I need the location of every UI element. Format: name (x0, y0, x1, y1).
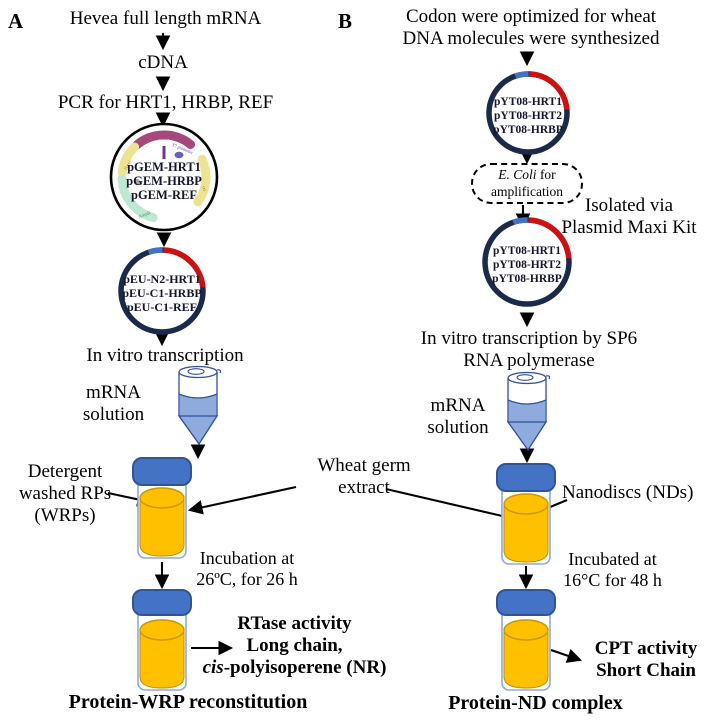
grey-site-mark (134, 179, 140, 185)
cpt-line2: Short Chain (596, 660, 696, 682)
step-hevea-mrna: Hevea full length mRNA (69, 8, 262, 29)
blue-segment (486, 71, 570, 155)
panel-a-label: A (8, 9, 24, 33)
ori-segment (117, 130, 211, 224)
pyt08-plasmid-icon-1: pYT08-HRT1 pYT08-HRT2 pYT08-HRBP (486, 71, 570, 155)
cpt-line1: CPT activity (594, 638, 698, 659)
pgem-line1: pGEM-HRT1 (127, 160, 201, 174)
caption-protein-nd: Protein-ND complex (448, 692, 623, 714)
funnel-spout (545, 375, 551, 380)
red-segment (118, 247, 206, 335)
mrna-line: mRNA (86, 382, 141, 403)
sp6-transcription-label: In vitro transcription by SP6 RNA polyme… (400, 328, 658, 372)
t7-promoter-mark (162, 146, 166, 159)
pyt08-2-line3: pYT08-HRBP (492, 273, 562, 285)
pyt08-1-line1: pYT08-HRT1 (494, 96, 562, 108)
incubation-label-b: Incubated at 16°C for 48 h (550, 549, 675, 591)
incubation-b-line1: Incubated at (568, 549, 657, 569)
incubation-b-line2: 16°C for 48 h (563, 569, 662, 590)
rtase-activity-label: RTase activity Long chain, cis-polyisope… (192, 613, 397, 679)
sp6-line2: RNA polymerase (463, 350, 595, 372)
ecoli-capsule: E. Coli for amplification (471, 163, 583, 204)
rtase-line2: Long chain, (246, 635, 343, 657)
promoter-blob (174, 151, 184, 159)
pgem-plasmid-icon: LacZ T7 promoter f1 ori ori AmpR pGEM-HR… (109, 122, 219, 232)
polyisoperene-text: -polyisoperene (NR) (223, 657, 387, 679)
step-cdna: cDNA (138, 52, 188, 73)
pgem-line2: pGEM-HRBP (126, 174, 202, 188)
caption-protein-wrp: Protein-WRP reconstitution (68, 691, 308, 713)
solution-line: solution (82, 404, 145, 426)
wheat-germ-extract-label: Wheat germ extract (288, 455, 440, 499)
detergent-line3: (WRPs) (34, 505, 96, 527)
red-segment (486, 71, 570, 155)
container-icon-b1 (496, 463, 556, 565)
incubation-label-a: Incubation at 26ºC, for 26 h (186, 548, 308, 590)
mrna-line-b: mRNA (430, 395, 486, 416)
funnel-spout (216, 369, 222, 374)
lacz-label: LacZ (158, 139, 170, 145)
peu-plasmid-icon: pEU-N2-HRT1 pEU-C1-HRBP pEU-C1-REF (118, 247, 206, 335)
isolated-line2: Plasmid Maxi Kit (561, 217, 697, 239)
pyt08-plasmid-icon-2: pYT08-HRT1 pYT08-HRT2 pYT08-HRBP (482, 217, 572, 307)
isolated-line1: Isolated via (584, 195, 674, 216)
ampr-segment (117, 130, 211, 224)
codon-header: Codon were optimized for wheat DNA molec… (375, 6, 687, 50)
cis-italic: cis (202, 657, 224, 679)
f1-ori-label: f1 ori (123, 159, 133, 171)
nanodiscs-label: Nanodiscs (NDs) (562, 482, 694, 503)
step-pcr: PCR for HRT1, HRBP, REF (57, 92, 274, 113)
pgem-line3: pGEM-REF (131, 188, 197, 202)
rtase-line1: RTase activity (237, 613, 352, 634)
codon-header-line2: DNA molecules were synthesized (402, 28, 660, 50)
container-icon-b2 (496, 589, 556, 691)
sp6-line1: In vitro transcription by SP6 (420, 328, 638, 349)
blue-segment (118, 247, 206, 335)
incubation-a-line1: Incubation at (199, 548, 295, 568)
pyt08-2-line2: pYT08-HRT2 (493, 259, 561, 271)
solution-line-b: solution (427, 417, 489, 439)
detergent-wrps-label: Detergent washed RPs (WRPs) (4, 461, 126, 527)
peu-line3: pEU-C1-REF (127, 300, 197, 314)
isolated-maxi-kit-label: Isolated via Plasmid Maxi Kit (545, 195, 713, 239)
pyt08-1-line2: pYT08-HRT2 (494, 110, 562, 122)
cpt-activity-label: CPT activity Short Chain (582, 638, 710, 682)
f1-ori-segment (117, 130, 211, 224)
detergent-line2: washed RPs (18, 483, 112, 505)
pyt08-2-line1: pYT08-HRT1 (493, 245, 561, 257)
peu-line1: pEU-N2-HRT1 (123, 272, 201, 286)
ecoli-line1: E. Coli for (498, 167, 555, 183)
pyt08-1-line3: pYT08-HRBP (493, 124, 563, 136)
panel-b-label: B (338, 9, 353, 33)
codon-header-line1: Codon were optimized for wheat (405, 6, 657, 27)
container-icon-a1 (132, 457, 192, 559)
mrna-solution-label-b: mRNA solution (412, 395, 504, 439)
arrow-wheat-to-container-a (187, 485, 297, 515)
mrna-solution-label-a: mRNA solution (66, 382, 161, 426)
ampr-label: AmpR (138, 210, 152, 220)
detergent-line1: Detergent (27, 461, 103, 482)
funnel-icon-a (177, 365, 222, 446)
peu-line2: pEU-C1-HRBP (122, 286, 201, 300)
ecoli-rest: for (536, 167, 556, 183)
container-icon-a2 (132, 589, 192, 691)
wheat-line2: extract (338, 477, 390, 499)
ecoli-italic: E. Coli (498, 167, 537, 183)
rtase-line3: cis-polyisoperene (NR) (192, 657, 397, 679)
funnel-icon-b (506, 371, 551, 452)
wheat-line1: Wheat germ (317, 455, 411, 476)
incubation-a-line2: 26ºC, for 26 h (196, 568, 298, 589)
in-vitro-transcription-a: In vitro transcription (86, 345, 244, 366)
ori-label: ori (201, 185, 208, 192)
ecoli-line2: amplification (491, 183, 563, 199)
